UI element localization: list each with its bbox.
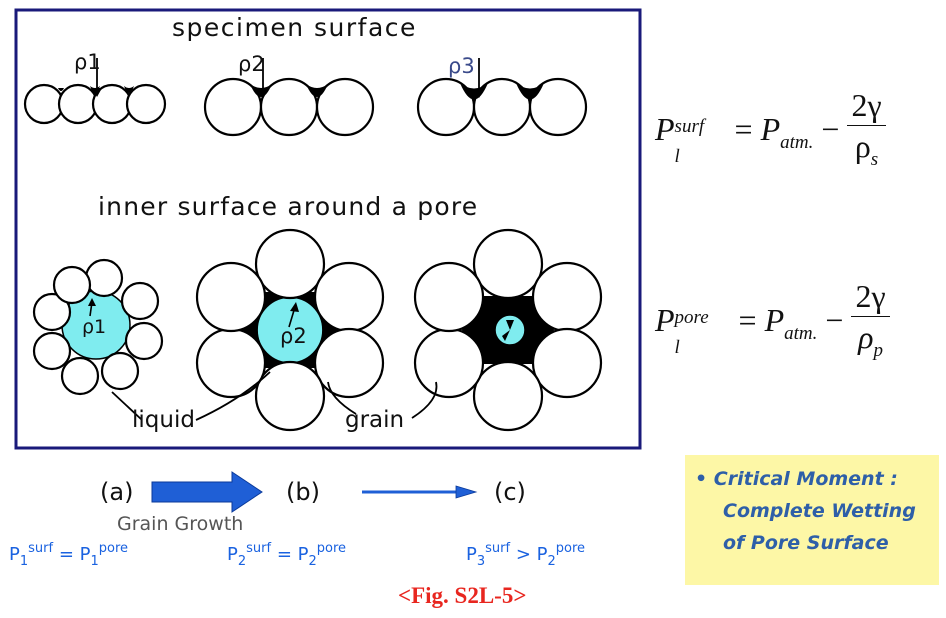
relation-b: P2surf = P2pore bbox=[227, 541, 346, 569]
relation-a-left-sup: surf bbox=[28, 541, 54, 556]
relation-b-right-sup: pore bbox=[316, 541, 347, 556]
relation-b-op: = bbox=[276, 544, 292, 565]
heading-specimen-surface: specimen surface bbox=[172, 13, 417, 42]
thin-arrow-head bbox=[455, 485, 478, 499]
critical-moment-note: • Critical Moment : Complete Wetting of … bbox=[685, 455, 939, 585]
eq-pore-denominator-rho: ρ bbox=[858, 319, 874, 355]
eq-pore-lhs-sup: pore bbox=[674, 306, 709, 328]
figure-label: <Fig. S2L-5> bbox=[398, 583, 527, 608]
liquid-leader-a bbox=[111, 391, 143, 421]
eq-surface-lhs-sub: l bbox=[674, 145, 680, 167]
eq-surface-lhs: P bbox=[655, 110, 675, 147]
note-line-1: • Critical Moment : bbox=[695, 463, 898, 495]
stage-a-label: (a) bbox=[100, 478, 134, 506]
grain-label: grain bbox=[345, 407, 405, 433]
relation-a-op: = bbox=[58, 544, 74, 565]
relation-c: P3surf > P2pore bbox=[466, 541, 585, 569]
relation-a-right: P bbox=[79, 544, 91, 565]
relation-c-left: P bbox=[466, 544, 477, 565]
note-line-3: of Pore Surface bbox=[723, 532, 889, 554]
pore-a bbox=[32, 258, 164, 396]
relation-b-left-sub: 2 bbox=[237, 554, 247, 569]
eq-surface-lhs-sup: surf bbox=[674, 115, 705, 137]
eq-surface-numerator: 2γ bbox=[847, 85, 886, 126]
stage-b-label: (b) bbox=[286, 478, 320, 506]
relation-a-left-sub: 1 bbox=[19, 554, 29, 569]
relation-b-right: P bbox=[297, 544, 309, 565]
relation-c-right: P bbox=[536, 544, 548, 565]
eq-pore-lhs-sub: l bbox=[674, 336, 680, 358]
relation-c-left-sub: 3 bbox=[476, 554, 486, 569]
relation-c-op: > bbox=[515, 544, 531, 565]
rho1-surface-label: ρ1 bbox=[74, 50, 101, 74]
eq-pore-patm: P bbox=[764, 301, 785, 338]
eq-pore-patm-sub: atm. bbox=[784, 322, 818, 344]
eq-surface-minus: − bbox=[821, 110, 840, 147]
surface-grains-a bbox=[23, 83, 167, 125]
eq-surface-denominator-sub: s bbox=[870, 149, 879, 170]
surface-neck-liquid-b bbox=[250, 84, 328, 97]
grain-growth-arrow bbox=[151, 471, 263, 513]
note-bullet: • bbox=[695, 468, 708, 490]
rho2-pore-label: ρ2 bbox=[280, 324, 307, 348]
eq-pore-equals: = bbox=[738, 301, 757, 338]
relation-a-right-sup: pore bbox=[98, 541, 129, 556]
relation-a: P1surf = P1pore bbox=[9, 541, 128, 569]
grain-leader-b bbox=[327, 381, 357, 415]
liquid-leader-b bbox=[195, 371, 271, 421]
relation-b-left-sup: surf bbox=[246, 541, 272, 556]
relation-b-right-sub: 2 bbox=[308, 554, 317, 569]
note-line-1-text: Critical Moment : bbox=[713, 468, 898, 490]
eq-surface-equals: = bbox=[734, 110, 753, 147]
relation-a-right-sub: 1 bbox=[90, 554, 99, 569]
surface-grains-b bbox=[203, 77, 375, 137]
eq-surface-patm: P bbox=[760, 110, 781, 147]
relation-c-right-sup: pore bbox=[555, 541, 586, 556]
rho2-surface-label: ρ2 bbox=[238, 52, 265, 76]
note-line-2: Complete Wetting bbox=[723, 500, 916, 522]
heading-inner-surface-pore: inner surface around a pore bbox=[98, 192, 479, 221]
eq-pore-denominator-sub: p bbox=[873, 340, 883, 361]
relation-a-left: P bbox=[9, 544, 20, 565]
eq-pore-lhs: P bbox=[655, 301, 675, 338]
rho1-surface-arrowhead bbox=[92, 88, 102, 97]
eq-surface-fraction: 2γ ρs bbox=[847, 85, 886, 180]
pore-b bbox=[195, 228, 385, 432]
surface-neck-liquid-c bbox=[460, 83, 544, 100]
eq-pore-minus: − bbox=[825, 301, 844, 338]
rho2-surface-arrowhead bbox=[258, 90, 268, 99]
stage-c-label: (c) bbox=[494, 478, 526, 506]
eq-pore-denominator: ρp bbox=[851, 317, 889, 371]
liquid-label: liquid bbox=[132, 407, 195, 433]
relation-b-left: P bbox=[227, 544, 238, 565]
relation-c-right-sub: 2 bbox=[547, 554, 556, 569]
rho3-surface-label: ρ3 bbox=[448, 54, 475, 78]
pore-c bbox=[413, 228, 603, 432]
eq-pore-numerator: 2γ bbox=[851, 276, 890, 317]
surface-grains-c bbox=[416, 77, 588, 137]
relation-c-left-sup: surf bbox=[485, 541, 511, 556]
eq-surface-denominator: ρs bbox=[847, 126, 885, 180]
rho3-surface-arrowhead bbox=[474, 89, 484, 98]
grain-growth-caption: Grain Growth bbox=[117, 513, 244, 535]
grain-leader-c bbox=[411, 381, 438, 419]
eq-surface-patm-sub: atm. bbox=[780, 131, 814, 153]
eq-surface-denominator-rho: ρ bbox=[854, 128, 871, 164]
rho1-pore-label: ρ1 bbox=[82, 316, 107, 338]
eq-pore-fraction: 2γ ρp bbox=[851, 276, 890, 371]
